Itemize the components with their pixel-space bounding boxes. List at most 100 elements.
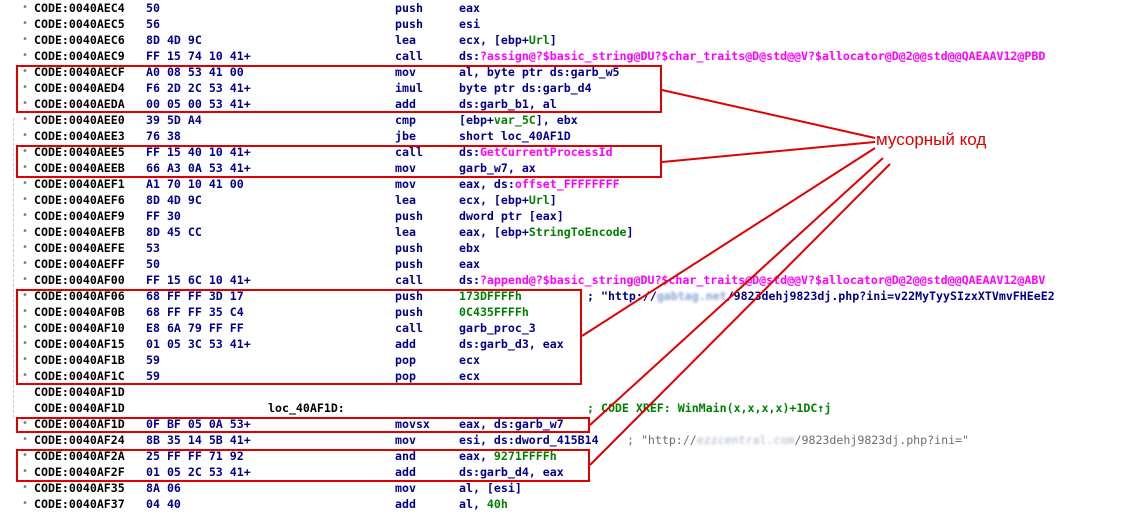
operands[interactable]: byte ptr ds:garb_d4 <box>459 80 592 96</box>
breakpoint-dot-icon[interactable]: • <box>22 34 29 45</box>
breakpoint-dot-icon[interactable]: • <box>22 354 29 365</box>
operands[interactable]: ds:?assign@?$basic_string@DU?$char_trait… <box>459 48 1045 64</box>
operands[interactable]: ds:garb_b1, al <box>459 96 557 112</box>
breakpoint-dot-icon[interactable]: • <box>22 98 29 109</box>
breakpoint-dot-icon[interactable]: • <box>22 338 29 349</box>
mnemonic: cmp <box>395 113 416 127</box>
operands[interactable]: ds:?append@?$basic_string@DU?$char_trait… <box>459 272 1045 288</box>
breakpoint-dot-icon[interactable]: • <box>22 418 29 429</box>
operands[interactable]: [ebp+var_5C], ebx <box>459 112 578 128</box>
operands[interactable]: 173DFFFFh <box>459 288 522 304</box>
code-label[interactable]: loc_40AF1D: <box>268 401 345 415</box>
code-row[interactable]: CODE:0040AF1D <box>0 384 1130 400</box>
operands[interactable]: short loc_40AF1D <box>459 128 571 144</box>
operand-part: al, <box>459 497 487 511</box>
opcode-bytes: 01 05 2C 53 41+ <box>146 465 251 479</box>
operands[interactable]: dword ptr [eax] <box>459 208 564 224</box>
operands[interactable]: al, 40h <box>459 496 508 512</box>
breakpoint-dot-icon[interactable]: • <box>22 274 29 285</box>
breakpoint-dot-icon[interactable]: • <box>22 114 29 125</box>
operands[interactable]: 0C435FFFFh <box>459 304 529 320</box>
breakpoint-dot-icon[interactable]: • <box>22 82 29 93</box>
opcode-bytes: 8D 4D 9C <box>146 193 202 207</box>
breakpoint-dot-icon[interactable]: • <box>22 450 29 461</box>
operands[interactable]: esi <box>459 16 480 32</box>
mnemonic: add <box>395 97 416 111</box>
comment-part: /9823dehj9823dj.php?ini=" <box>794 433 970 447</box>
breakpoint-dot-icon[interactable]: • <box>22 130 29 141</box>
breakpoint-dot-icon[interactable]: • <box>22 18 29 29</box>
operands[interactable]: ecx <box>459 352 480 368</box>
operands[interactable]: ebx <box>459 240 480 256</box>
breakpoint-dot-icon[interactable]: • <box>22 434 29 445</box>
operands[interactable]: garb_proc_3 <box>459 320 536 336</box>
breakpoint-dot-icon[interactable]: • <box>22 242 29 253</box>
breakpoint-dot-icon[interactable]: • <box>22 370 29 381</box>
breakpoint-dot-icon[interactable]: • <box>22 146 29 157</box>
breakpoint-dot-icon[interactable]: • <box>22 226 29 237</box>
operands[interactable]: al, byte ptr ds:garb_w5 <box>459 64 620 80</box>
breakpoint-dot-icon[interactable]: • <box>22 2 29 13</box>
operands[interactable]: eax, [ebp+StringToEncode] <box>459 224 634 240</box>
operands[interactable]: eax <box>459 256 480 272</box>
operands[interactable]: ds:garb_d3, eax <box>459 336 564 352</box>
operands[interactable]: al, [esi] <box>459 480 522 496</box>
breakpoint-dot-icon[interactable]: • <box>22 162 29 173</box>
breakpoint-dot-icon[interactable]: • <box>22 178 29 189</box>
operands[interactable]: ecx <box>459 368 480 384</box>
operands[interactable]: eax, ds:offset_FFFFFFFF <box>459 176 620 192</box>
operands[interactable]: esi, ds:dword_415B14 <box>459 432 599 448</box>
breakpoint-dot-icon[interactable]: • <box>22 290 29 301</box>
operands[interactable]: ds:GetCurrentProcessId <box>459 144 613 160</box>
breakpoint-dot-icon[interactable]: • <box>22 498 29 509</box>
breakpoint-dot-icon[interactable]: • <box>22 322 29 333</box>
breakpoint-dot-icon[interactable]: • <box>22 482 29 493</box>
breakpoint-dot-icon[interactable]: • <box>22 306 29 317</box>
address-offset: 0040AF1D <box>68 417 125 431</box>
breakpoint-dot-icon[interactable]: • <box>22 66 29 77</box>
breakpoint-dot-icon[interactable]: • <box>22 466 29 477</box>
operands[interactable]: ds:garb_d4, eax <box>459 464 564 480</box>
operands[interactable]: ecx, [ebp+Url] <box>459 32 557 48</box>
operand-part: byte ptr ds:garb_d4 <box>459 81 592 95</box>
breakpoint-dot-icon[interactable]: • <box>22 258 29 269</box>
operands[interactable]: eax, ds:garb_w7 <box>459 416 564 432</box>
operands[interactable]: eax <box>459 0 480 16</box>
breakpoint-dot-icon[interactable]: • <box>22 210 29 221</box>
breakpoint-dot-icon[interactable]: • <box>22 50 29 61</box>
breakpoint-dot-icon[interactable]: • <box>22 194 29 205</box>
operands[interactable]: ecx, [ebp+Url] <box>459 192 557 208</box>
operands[interactable]: eax, 9271FFFFh <box>459 448 557 464</box>
operands[interactable]: garb_w7, ax <box>459 160 536 176</box>
